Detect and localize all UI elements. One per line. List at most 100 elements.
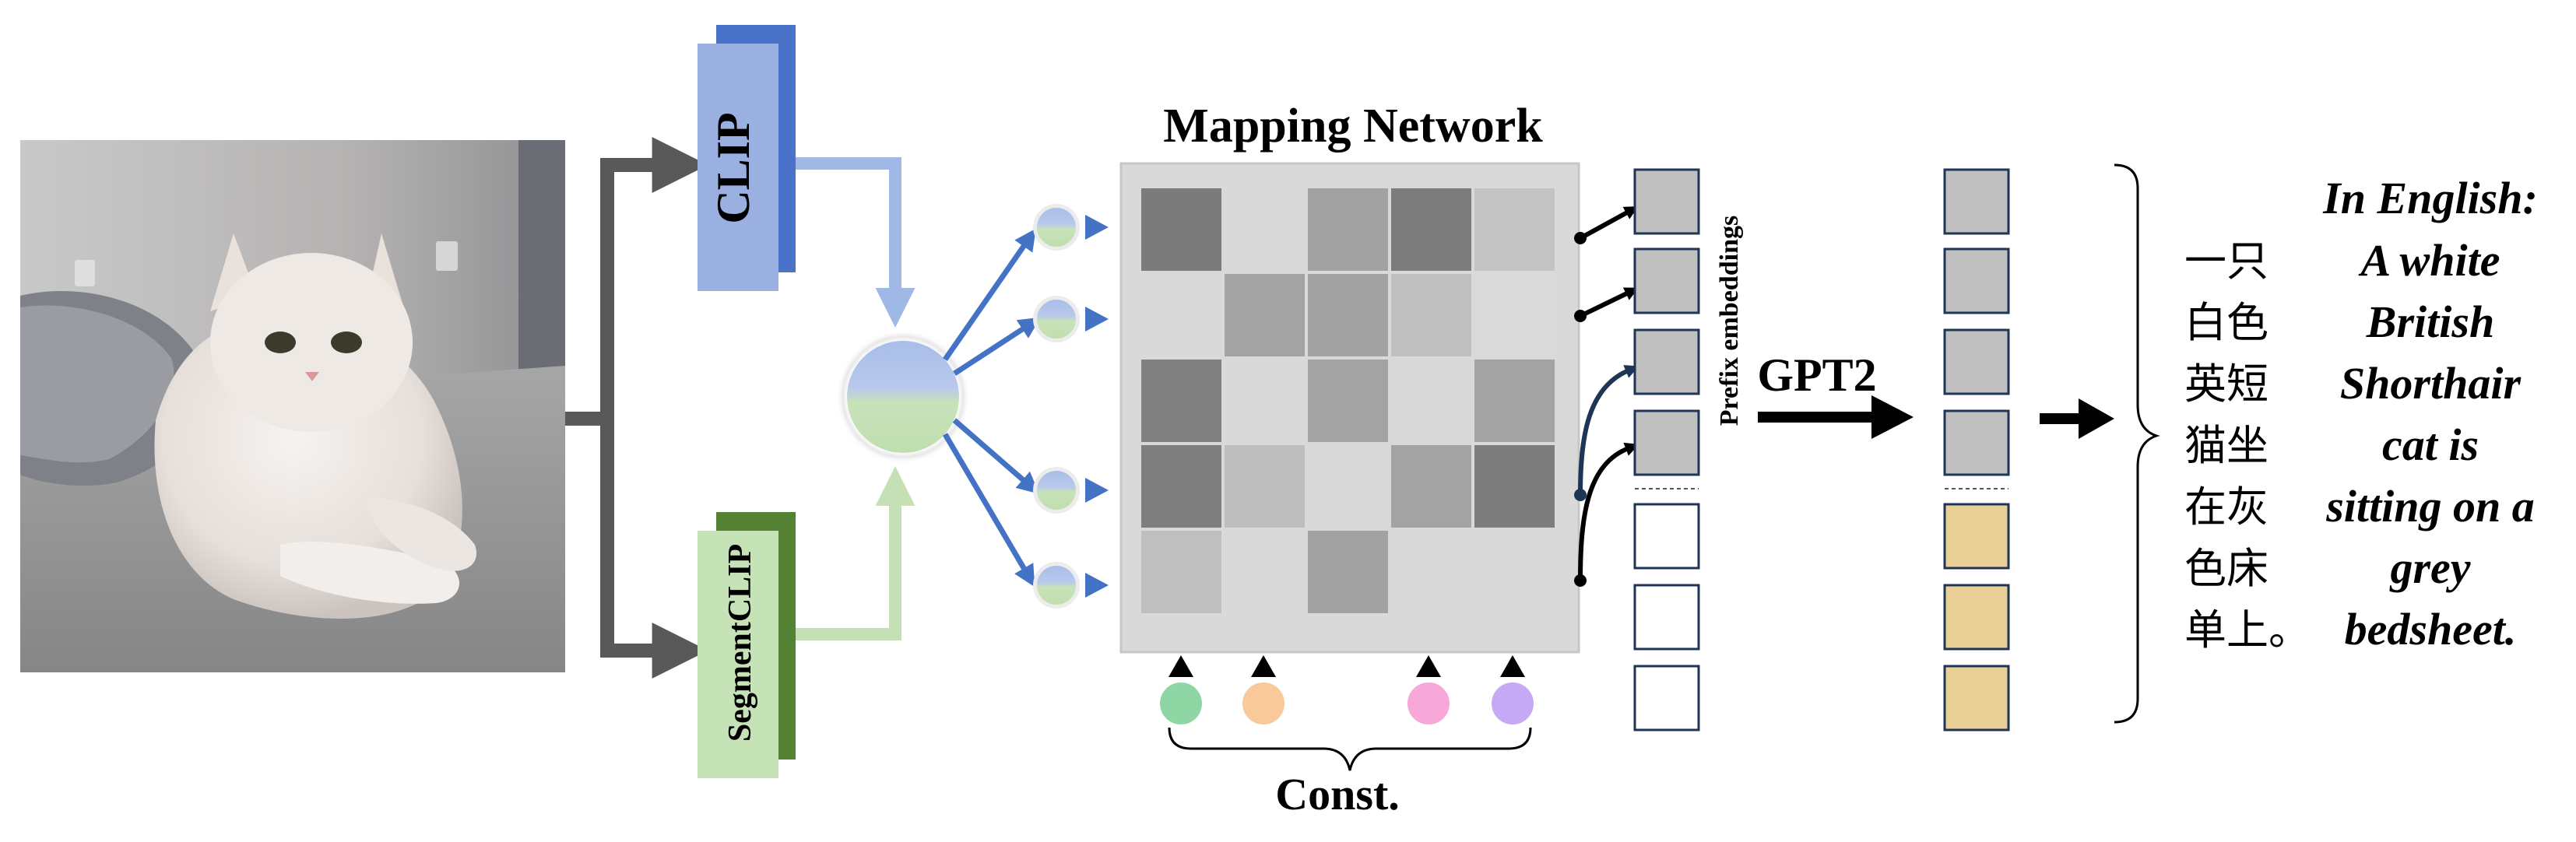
grid-cell [1225,274,1305,356]
english-heading: In English: [2322,173,2538,223]
grid-cell [1141,360,1221,442]
grid-cell [1308,360,1388,442]
prefix-connectors [1574,206,1639,587]
token-box [1943,409,2010,476]
english-caption-line: Shorthair [2340,358,2522,409]
grid-cell [1308,445,1388,528]
const-dot [1242,682,1284,724]
const-dot [1160,682,1202,724]
split-feature-arrows [942,228,1041,588]
grid-cell [1474,445,1555,528]
token-box [1633,665,1700,731]
grid-cell [1391,445,1471,528]
grid-cell [1225,188,1305,271]
grid-cell [1141,188,1221,271]
mapping-grid [1141,188,1555,613]
grid-cell [1474,188,1555,271]
english-caption-line: British [2366,296,2494,347]
grid-cell [1391,360,1471,442]
prefix-token-column [1633,168,1700,731]
fused-feature-node [836,330,970,464]
const-dot [1492,682,1534,724]
const-label: Const. [1275,769,1400,819]
grid-cell [1391,274,1471,356]
chinese-caption-line: 英短 [2184,361,2268,408]
english-caption-line: grey [2388,542,2470,593]
english-caption-line: cat is [2382,419,2479,470]
chinese-caption-line: 色床 [2184,546,2268,592]
token-box [1633,328,1700,395]
token-box [1943,584,2010,651]
token-box [1943,503,2010,570]
grid-cell [1391,531,1471,613]
grid-cell [1141,274,1221,356]
grid-cell [1474,274,1555,356]
grid-cell [1308,188,1388,271]
const-arrowhead [1500,655,1525,677]
chinese-caption-line: 白色 [2184,300,2268,346]
caption-arrow [2040,398,2114,439]
clip-label: CLIP [708,112,759,223]
feature-arrowhead [1085,478,1109,503]
input-cat-photo [20,140,565,672]
chinese-caption-line: 在灰 [2184,484,2268,531]
const-arrowhead [1169,655,1193,677]
gpt2-label: GPT2 [1757,349,1876,401]
const-arrowhead [1251,655,1276,677]
token-box [1943,328,2010,395]
segmentclip-encoder: SegmentCLIP [698,512,796,778]
const-brace [1168,727,1532,771]
grid-cell [1474,531,1555,613]
token-box [1633,584,1700,651]
grid-cell [1474,360,1555,442]
caption-brace [2114,163,2160,724]
feature-piece [1033,204,1109,251]
grid-cell [1141,531,1221,613]
gpt2-block: GPT2 [1757,349,1914,439]
const-arrowhead [1416,655,1441,677]
feature-arrowhead [1085,215,1109,240]
english-caption-line: A white [2359,235,2500,286]
grid-cell [1391,188,1471,271]
output-token-column [1943,168,2010,731]
feature-arrowhead [1085,307,1109,332]
chinese-caption-line: 猫坐 [2184,423,2268,469]
feature-piece [1033,296,1109,342]
feature-piece [1033,562,1109,609]
feature-pieces [1033,204,1109,609]
token-box [1633,168,1700,235]
image-split-arrows [565,137,708,679]
encoder-to-feature-arrows [796,157,915,640]
const-token [1492,655,1534,724]
token-box [1633,247,1700,314]
const-dot [1407,682,1450,724]
prefix-embeddings-label: Prefix embeddings [1715,216,1744,426]
grid-cell [1308,274,1388,356]
token-box [1943,665,2010,731]
segmentclip-label: SegmentCLIP [722,544,758,742]
grid-cell [1225,531,1305,613]
mapping-network: Mapping Network [1119,100,1580,654]
const-token [1407,655,1450,724]
token-box [1633,409,1700,476]
mapping-network-title: Mapping Network [1163,100,1543,153]
const-tokens: Const. [1160,655,1534,819]
grid-cell [1141,445,1221,528]
const-token [1242,655,1284,724]
token-box [1943,247,2010,314]
feature-piece [1033,467,1109,514]
chinese-caption-line: 单上。 [2184,607,2311,654]
const-token [1160,655,1202,724]
clip-encoder: CLIP [698,25,796,291]
token-box [1943,168,2010,235]
token-box [1633,503,1700,570]
grid-cell [1225,360,1305,442]
grid-cell [1225,445,1305,528]
feature-arrowhead [1085,573,1109,598]
english-caption-line: bedsheet. [2345,604,2517,654]
